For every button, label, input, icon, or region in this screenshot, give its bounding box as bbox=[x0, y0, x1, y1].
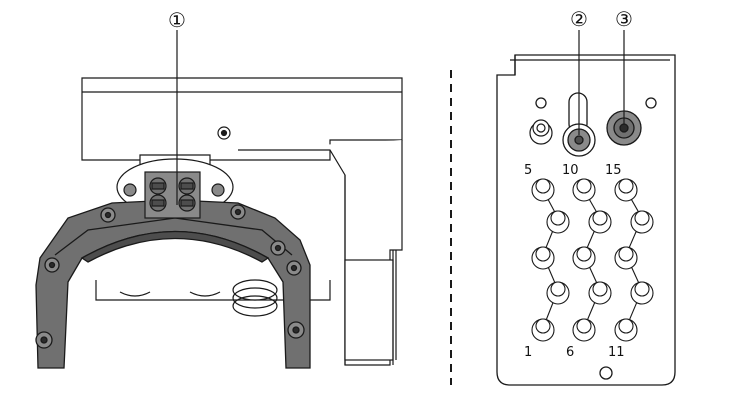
bolt-center bbox=[40, 336, 48, 344]
port-3-center bbox=[619, 123, 629, 133]
cable-roll-1 bbox=[232, 279, 278, 301]
port-2-center bbox=[574, 135, 584, 145]
callout-2-label: ② bbox=[570, 7, 588, 31]
pin-top bbox=[618, 318, 634, 334]
pin-top bbox=[550, 210, 566, 226]
pin-top bbox=[618, 246, 634, 262]
aux-connector-hole bbox=[536, 123, 546, 133]
pin-connectors bbox=[531, 178, 654, 342]
panel-hole-bottom bbox=[599, 366, 613, 380]
callout-2: ② bbox=[570, 7, 588, 135]
bolt-center bbox=[290, 264, 298, 272]
bolt-center bbox=[234, 208, 242, 216]
callout-3-label: ③ bbox=[615, 7, 633, 31]
callout-1: ① bbox=[168, 8, 186, 205]
pin-top bbox=[592, 210, 608, 226]
air-ports bbox=[562, 110, 642, 157]
pin-label-11: 11 bbox=[608, 345, 625, 360]
mounting-block bbox=[123, 171, 225, 219]
pin-top bbox=[592, 281, 608, 297]
bolt-center bbox=[48, 261, 56, 269]
pin-column-3 bbox=[614, 178, 654, 342]
fitting-slot bbox=[180, 182, 194, 190]
housing-top-block bbox=[81, 77, 403, 161]
pin-top bbox=[535, 318, 551, 334]
fitting-slot bbox=[180, 199, 194, 207]
pin-top bbox=[576, 246, 592, 262]
fitting-slot bbox=[151, 199, 165, 207]
pin-labels: 5 10 15 1 6 11 bbox=[524, 163, 625, 360]
fitting-slot bbox=[151, 182, 165, 190]
base-foot-left bbox=[119, 291, 151, 297]
housing-screw-center bbox=[220, 129, 228, 137]
pin-label-15: 15 bbox=[605, 163, 622, 178]
bolt-center bbox=[274, 244, 282, 252]
pin-label-6: 6 bbox=[566, 345, 574, 360]
bracket-bolts bbox=[35, 204, 305, 349]
pin-label-10: 10 bbox=[562, 163, 579, 178]
pin-top bbox=[550, 281, 566, 297]
pin-label-5: 5 bbox=[524, 163, 532, 178]
flange-bolt-icon bbox=[211, 183, 225, 197]
callout-3: ③ bbox=[615, 7, 633, 124]
cable-roll-3 bbox=[232, 295, 278, 317]
pin-column-2 bbox=[572, 178, 612, 342]
pin-label-1: 1 bbox=[524, 345, 532, 360]
pin-top bbox=[535, 178, 551, 194]
pin-top bbox=[634, 281, 650, 297]
pin-top bbox=[618, 178, 634, 194]
aux-connector bbox=[529, 119, 553, 145]
pin-top bbox=[576, 318, 592, 334]
panel-hole-left bbox=[535, 97, 547, 109]
cable-roll-2 bbox=[232, 287, 278, 309]
side-plate bbox=[344, 259, 394, 361]
flange-bolt-icon bbox=[123, 183, 137, 197]
bolt-center bbox=[292, 326, 300, 334]
pin-top bbox=[535, 246, 551, 262]
pin-top bbox=[634, 210, 650, 226]
pin-top bbox=[576, 178, 592, 194]
bracket-inner-rim bbox=[80, 230, 270, 263]
bolt-center bbox=[104, 211, 112, 219]
callout-1-label: ① bbox=[168, 8, 186, 32]
wrist-assembly bbox=[81, 77, 403, 366]
panel-hole-right bbox=[645, 97, 657, 109]
u-bracket bbox=[35, 199, 311, 369]
pin-column-1 bbox=[531, 178, 570, 342]
base-foot-mid bbox=[189, 291, 221, 297]
